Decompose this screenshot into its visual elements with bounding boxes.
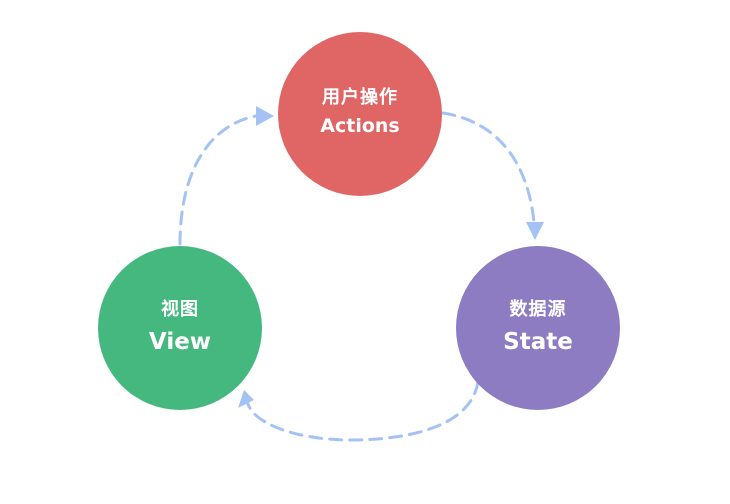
- view-node[interactable]: 视图 View: [98, 246, 262, 410]
- arrow-view-to-actions: [178, 114, 258, 246]
- view-zh-label: 视图: [161, 299, 199, 320]
- state-zh-label: 数据源: [509, 299, 567, 320]
- arrowhead-actions-icon: [256, 106, 274, 126]
- state-en-label: State: [503, 329, 573, 355]
- actions-en-label: Actions: [320, 115, 400, 137]
- arrowhead-state-icon: [526, 222, 544, 240]
- view-en-label: View: [148, 329, 212, 355]
- arrow-state-to-view: [246, 380, 480, 442]
- arrowhead-view-icon: [238, 390, 254, 408]
- actions-zh-label: 用户操作: [322, 87, 398, 108]
- actions-node[interactable]: 用户操作 Actions: [278, 32, 442, 196]
- arrow-actions-to-state: [441, 111, 536, 224]
- state-node[interactable]: 数据源 State: [456, 246, 620, 410]
